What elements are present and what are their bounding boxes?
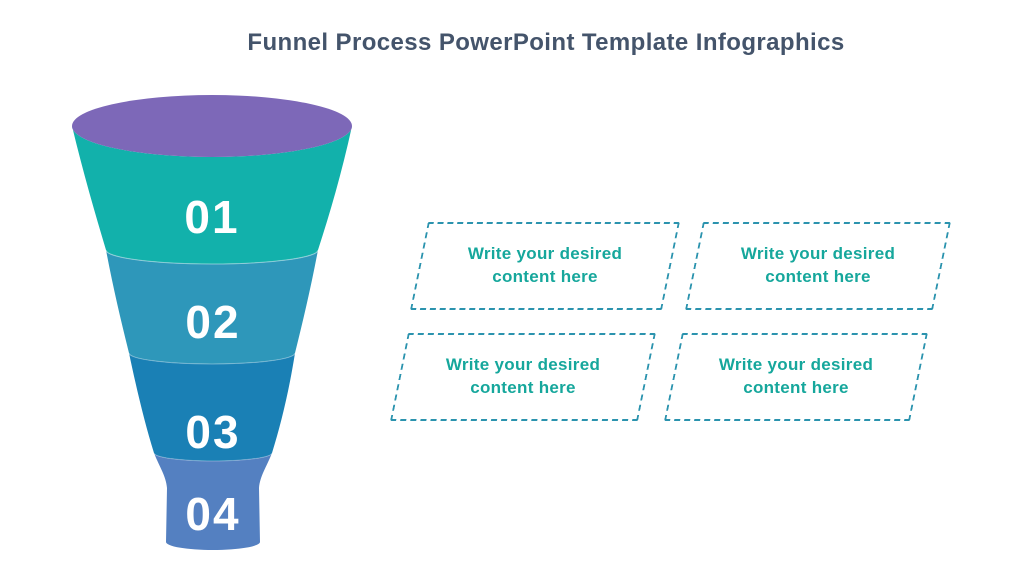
funnel-top-ellipse — [72, 95, 352, 157]
funnel-stage-3-shape — [129, 353, 295, 461]
page-title: Funnel Process PowerPoint Template Infog… — [247, 29, 845, 56]
content-line: content here — [470, 378, 576, 397]
stage-divider-line — [128, 352, 296, 365]
funnel-graphic: 01 02 03 04 — [72, 95, 352, 550]
stage-number-2: 02 — [185, 296, 240, 348]
content-line: Write your desired — [718, 355, 874, 375]
content-line: Write your desired — [445, 355, 601, 375]
content-line: content here — [743, 378, 849, 397]
content-placeholder-2-text: Write your desired content here — [694, 222, 942, 310]
stage-number-4: 04 — [185, 488, 240, 540]
stage-number-3: 03 — [185, 406, 240, 458]
content-line: Write your desired — [467, 244, 623, 264]
stage-divider-line — [105, 249, 319, 265]
stage-divider-line — [153, 452, 273, 462]
content-line: content here — [492, 267, 598, 286]
content-placeholder-3[interactable]: Write your desired content here — [390, 333, 656, 421]
content-placeholder-4[interactable]: Write your desired content here — [664, 333, 928, 421]
content-placeholder-1-text: Write your desired content here — [419, 222, 671, 310]
content-line: Write your desired — [740, 244, 896, 264]
content-placeholder-2[interactable]: Write your desired content here — [685, 222, 951, 310]
funnel-stage-1-shape — [72, 126, 352, 264]
content-placeholder-3-text: Write your desired content here — [399, 333, 647, 421]
stage-number-1: 01 — [184, 191, 239, 243]
content-placeholder-4-text: Write your desired content here — [673, 333, 919, 421]
content-placeholder-1[interactable]: Write your desired content here — [410, 222, 680, 310]
funnel-stage-2-shape — [106, 250, 318, 364]
content-line: content here — [765, 267, 871, 286]
funnel-stage-4-shape — [154, 453, 272, 550]
